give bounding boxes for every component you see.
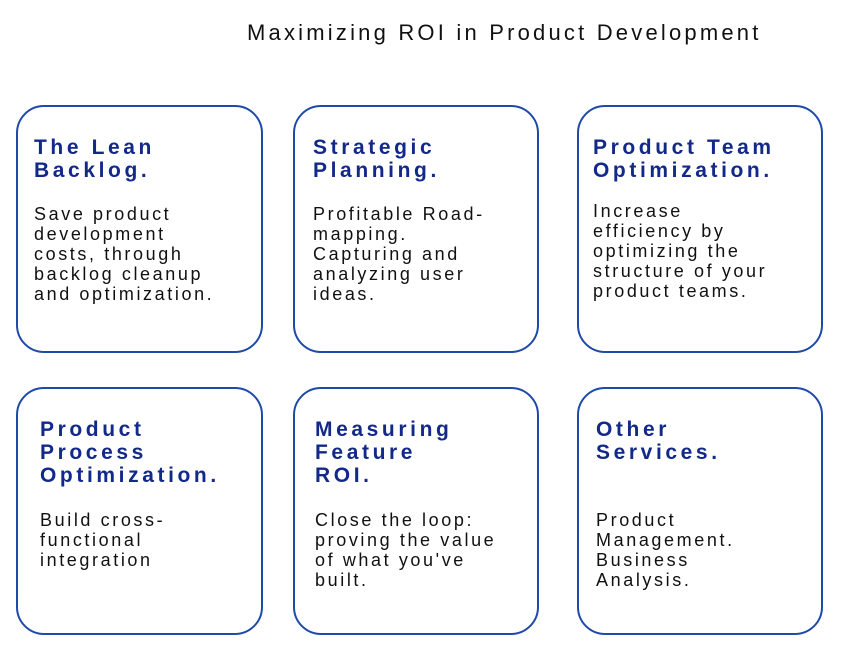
service-card-other-services: Other Services. Product Management. Busi… xyxy=(577,387,823,635)
service-card-product-team-optimization: Product Team Optimization. Increase effi… xyxy=(577,105,823,353)
card-description: Close the loop: proving the value of wha… xyxy=(315,510,497,590)
card-description: Increase efficiency by optimizing the st… xyxy=(593,201,768,301)
card-title: Strategic Planning. xyxy=(313,136,440,182)
card-title: Other Services. xyxy=(596,418,721,464)
service-card-product-process-optimization: Product Process Optimization. Build cros… xyxy=(16,387,263,635)
card-title: Product Process Optimization. xyxy=(40,418,220,487)
card-description: Save product development costs, through … xyxy=(34,204,215,304)
card-title: Product Team Optimization. xyxy=(593,136,775,182)
service-card-measuring-feature-roi: Measuring Feature ROI. Close the loop: p… xyxy=(293,387,539,635)
service-card-strategic-planning: Strategic Planning. Profitable Road- map… xyxy=(293,105,539,353)
service-card-lean-backlog: The Lean Backlog. Save product developme… xyxy=(16,105,263,353)
card-description: Product Management. Business Analysis. xyxy=(596,510,735,590)
card-title: Measuring Feature ROI. xyxy=(315,418,453,487)
page-title: Maximizing ROI in Product Development xyxy=(247,20,762,45)
card-description: Build cross- functional integration xyxy=(40,510,166,570)
card-description: Profitable Road- mapping. Capturing and … xyxy=(313,204,485,304)
card-title: The Lean Backlog. xyxy=(34,136,155,182)
